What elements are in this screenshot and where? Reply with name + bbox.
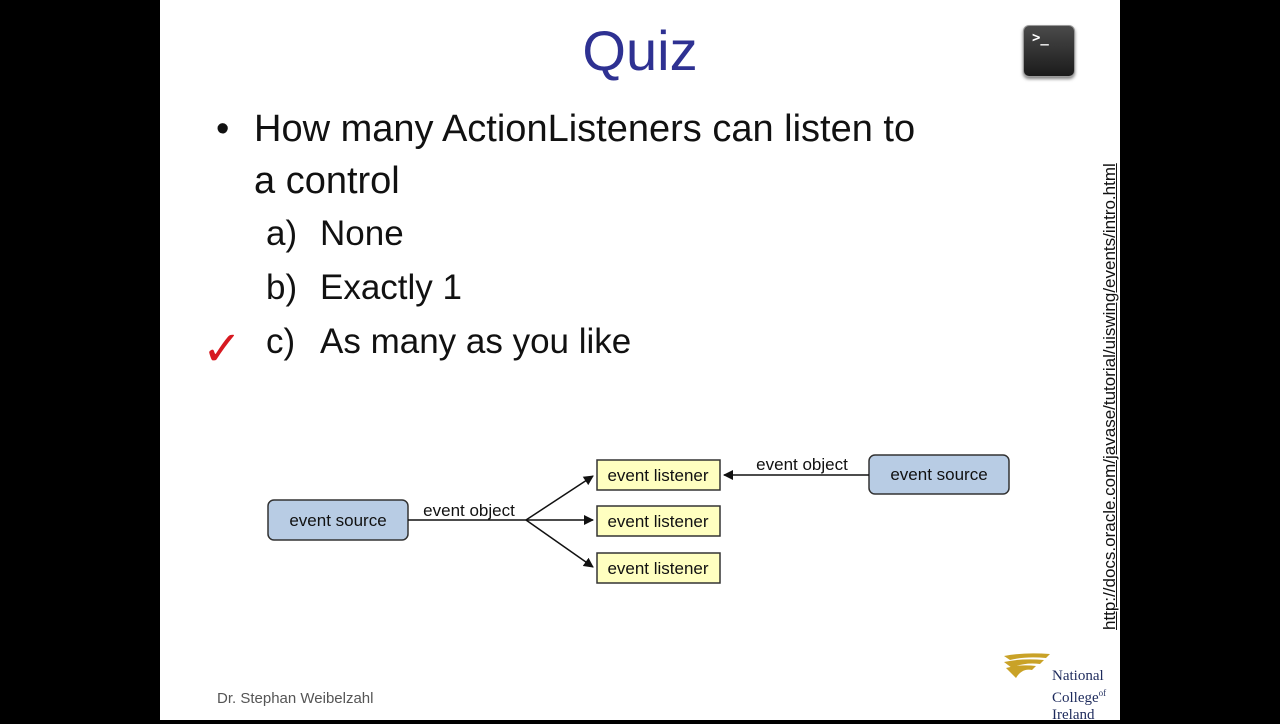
event-diagram: event source event object event listener…	[267, 454, 1010, 584]
slide: Quiz >_ • How many ActionListeners can l…	[160, 0, 1120, 723]
checkmark-icon: ✓	[202, 323, 243, 376]
question-line-1: How many ActionListeners can listen to	[254, 108, 916, 150]
option-letter: a)	[266, 214, 298, 253]
option-letter: c)	[266, 322, 296, 361]
question-line-2: a control	[254, 160, 400, 202]
bullet-icon: •	[216, 108, 230, 150]
option-c: c) As many as you like	[266, 322, 631, 362]
option-b: b) Exactly 1	[266, 268, 462, 308]
college-logo-icon	[1004, 653, 1050, 678]
question: • How many ActionListeners can listen to…	[216, 103, 1014, 207]
event-listener-box	[596, 505, 721, 537]
event-object-label-right: event object	[756, 455, 848, 474]
event-listener-label: event listener	[607, 559, 708, 578]
event-source-label-left: event source	[289, 511, 386, 530]
event-listener-box	[596, 459, 721, 491]
event-listener-label: event listener	[607, 466, 708, 485]
event-listener-box	[596, 552, 721, 584]
college-name-line2: Collegeof	[1052, 688, 1107, 706]
option-a: a) None	[266, 214, 404, 254]
option-letter: b)	[266, 268, 298, 307]
college-name-line1: National	[1052, 668, 1104, 684]
college-name-line3: Ireland	[1052, 707, 1095, 723]
option-text: Exactly 1	[320, 268, 462, 307]
event-object-label-left: event object	[423, 501, 515, 520]
terminal-icon[interactable]: >_	[1023, 25, 1075, 77]
college-logo: National Collegeof Ireland	[1002, 652, 1112, 723]
slide-title: Quiz	[582, 19, 698, 82]
event-listener-label: event listener	[607, 512, 708, 531]
reference-link[interactable]: http://docs.oracle.com/javase/tutorial/u…	[1100, 163, 1119, 630]
event-source-label-right: event source	[890, 465, 987, 484]
author-footer: Dr. Stephan Weibelzahl	[217, 690, 374, 707]
option-text: As many as you like	[320, 322, 632, 361]
college-name: National Collegeof Ireland	[1052, 668, 1106, 724]
option-text: None	[320, 214, 404, 253]
